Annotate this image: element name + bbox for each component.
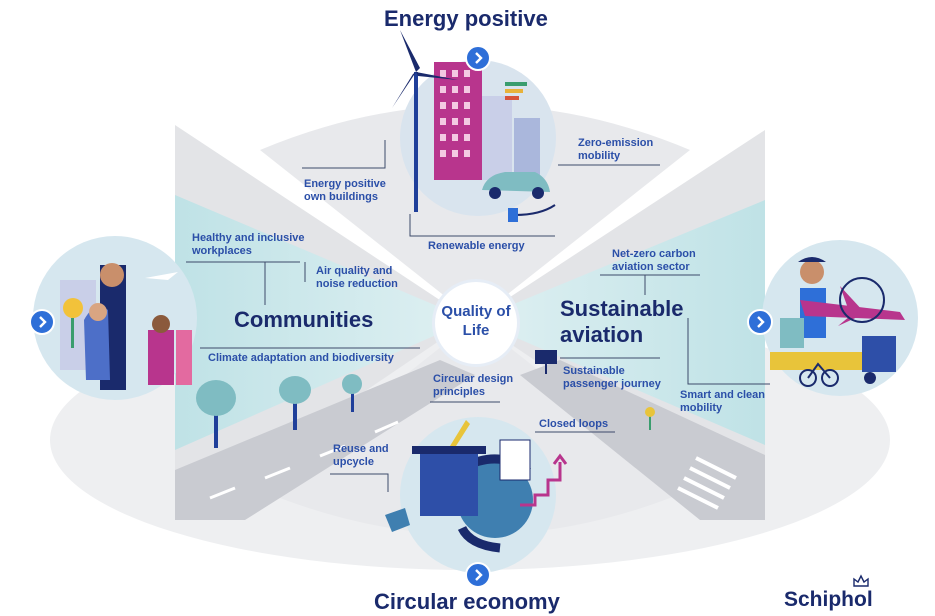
sunflower-icon <box>645 407 655 430</box>
label-smart-mobility: Smart and clean mobility <box>680 389 765 414</box>
energy-circle <box>400 60 556 222</box>
label-renewable-energy: Renewable energy <box>428 240 525 252</box>
label-reuse-upcycle: Reuse and upcycle <box>333 443 389 468</box>
label-circular-design: Circular design principles <box>433 373 514 398</box>
aviation-arrow-button[interactable] <box>747 309 773 335</box>
puzzle-icon <box>385 508 410 532</box>
wind-turbine-icon <box>392 30 458 212</box>
sign <box>535 350 557 364</box>
aviation-circle <box>762 240 918 396</box>
label-sustainable-passenger: Sustainable passenger journey <box>563 365 661 390</box>
trees <box>196 374 362 448</box>
label-energy-positive-buildings: Energy positive own buildings <box>304 178 386 203</box>
label-closed-loops: Closed loops <box>539 418 609 430</box>
crosswalk <box>677 456 737 510</box>
connector-lines <box>186 140 770 492</box>
road-left <box>175 360 475 520</box>
chevron-right-icon <box>39 316 47 328</box>
label-net-zero-aviation: Net-zero carbon aviation sector <box>612 248 696 273</box>
crown-icon <box>853 574 869 587</box>
label-climate-adaptation: Climate adaptation and biodiversity <box>208 352 394 364</box>
communities-arrow-button[interactable] <box>29 309 55 335</box>
chevron-right-icon <box>757 316 765 328</box>
label-zero-emission-mobility: Zero-emission mobility <box>578 137 654 162</box>
quality-of-life-hub <box>435 282 517 364</box>
bicycle-icon <box>799 362 839 387</box>
road-left-markings <box>209 420 399 500</box>
chevron-right-icon <box>475 569 483 581</box>
circular-arrow-button[interactable] <box>465 562 491 588</box>
chevron-right-icon <box>475 52 483 64</box>
brand-logo: Schiphol <box>784 588 873 611</box>
label-air-quality: Air quality and noise reduction <box>316 265 398 290</box>
communities-title: Communities <box>234 307 374 332</box>
energy-arrow-button[interactable] <box>465 45 491 71</box>
communities-circle <box>33 236 197 400</box>
energy-title: Energy positive <box>384 6 548 31</box>
circular-title: Circular economy <box>374 589 560 614</box>
road-right <box>520 360 765 520</box>
aviation-title: Sustainable aviation <box>560 296 684 347</box>
label-healthy-workplaces: Healthy and inclusive workplaces <box>192 232 305 257</box>
left-wing-teal <box>175 195 470 450</box>
quality-of-life-label: Quality of Life <box>441 303 511 339</box>
circular-economy-circle <box>385 417 568 573</box>
